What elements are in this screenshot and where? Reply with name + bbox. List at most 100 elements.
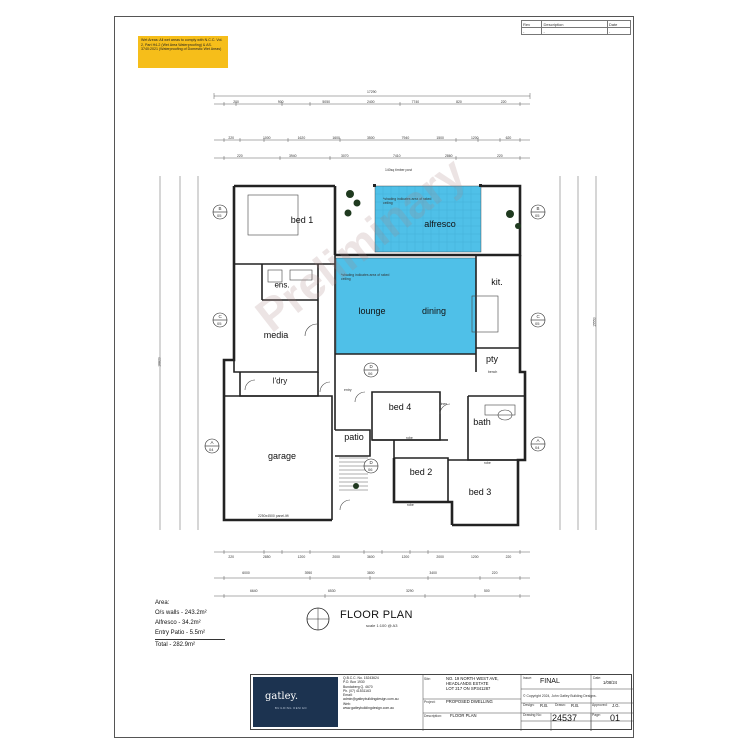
date-value: 1/08/24 [603,680,617,685]
contact-line: Bundaberg Q. 4670 [343,684,373,689]
robe-label-1: robe [406,436,413,440]
site-value-3: LOT 217 ON SP341287 [446,686,491,691]
room-label-ens: ens. [274,280,290,290]
room-label-media: media [263,330,289,340]
linen-label: linen [440,402,448,406]
dimension-label: 1500 [436,136,444,140]
dimension-label: 6530 [328,589,336,593]
dimension-label: 220 [497,154,503,158]
garage-door-note: 2250x4500 panel-lift [258,514,289,518]
dimension-label: 1200 [471,136,479,140]
room-label-alfresco: alfresco [424,219,456,229]
section-marker-letter: B [218,206,222,211]
section-marker-sheet: 04 [535,445,540,450]
dimension-label: 220 [228,136,234,140]
section-marker-d-bottom [363,458,379,474]
dimension-label: 500 [484,589,490,593]
section-marker-sheet: 06 [368,371,373,376]
dimension-label: 900 [277,100,284,104]
project-label: Project: [424,700,436,704]
dimension-label: 3070 [341,154,349,158]
room-label-patio: patio [344,432,364,442]
dimension-label: 820 [456,100,462,104]
section-marker-sheet: 05 [217,213,222,218]
dimension-label: 6640 [250,589,258,593]
section-marker-a-right [530,436,546,452]
dimension-label: 6000 [242,571,250,575]
lounge-raked-area [335,257,477,355]
site-label: Site: [424,677,431,681]
site-value-1: NO. 19 NORTH WEST AVE, [446,676,499,681]
section-marker-letter: C [536,314,540,319]
dimension-label: 3800 [367,571,375,575]
timber-post-note: 140sq timber post [385,168,412,172]
room-label-kit: kit. [491,277,503,287]
contact-line: Web: [343,701,351,706]
dimension-label: 2000 [332,555,340,559]
section-marker-letter: A [210,440,214,445]
dimension-label: 7740 [411,100,420,104]
dimension-label: 2000 [436,555,444,559]
issue-value: FINAL [540,678,560,685]
area-line: Entry Patio - 5.5m² [155,630,206,636]
contact-line: www.gatleybuildingdesign.com.au [343,706,394,711]
section-marker-d-top [363,362,379,378]
dimension-label: 5050 [322,100,330,104]
dimension-label: 3940 [289,154,297,158]
room-label-garage: garage [267,451,297,461]
dimension-label: 220 [228,555,234,559]
company-logo: gatley. BUILDING DESIGN [253,677,338,727]
section-marker-sheet: 06 [368,467,373,472]
section-marker-letter: A [536,438,540,443]
shading-note-alfresco: *shading indicates area of raked ceiling [383,197,432,205]
dimension-label: 7410 [393,154,401,158]
company-contact: Q.B.C.C. No. 15243624 P.O. Box 1930 Bund… [343,676,398,710]
room-label-bed3: bed 3 [468,487,492,497]
section-marker-letter: B [536,206,540,211]
section-marker-letter: D [369,364,373,369]
room-label-lounge: lounge [358,306,386,316]
north-point-icon [306,607,330,631]
section-marker-b-left [212,204,228,220]
drawing-sheet [114,16,634,738]
dimension-label: 220 [237,154,243,158]
dimension-label: 220 [491,571,498,575]
drawn-value: R.B. [571,703,580,708]
issue-label: Issue: [523,676,533,680]
contact-line: Email: [343,693,353,698]
bench-label: bench [488,370,498,374]
contact-line: Q.B.C.C. No. 15243624 [343,676,379,680]
contact-line: admin@gatleybuildingdesign.com.au [343,697,399,702]
page-label: Page: [592,713,601,717]
section-marker-a-left [204,438,220,454]
robe-label-2: robe [407,503,414,507]
dimension-label: 1200 [471,555,479,559]
area-summary: Area: O/s walls - 243.2m² Alfresco - 34.… [155,598,225,650]
dimension-label: 2860 [445,154,453,158]
area-line: O/s walls - 243.2m² [155,610,207,616]
room-label-bed2: bed 2 [409,467,433,477]
page-value: 01 [610,713,621,723]
contact-line: P.O. Box 1930 [343,680,365,685]
dimension-label: 220 [500,100,507,104]
dimension-label: 220 [505,555,512,559]
robe-label-3: robe [484,461,491,465]
dimension-label: 3290 [406,589,414,593]
company-name: gatley. [265,691,298,702]
room-label-bed1: bed 1 [290,215,314,225]
design-value: R.B. [540,703,549,708]
wet-area-note: Wet Areas: All wet areas to comply with … [138,36,228,68]
dimension-label: 1000 [263,136,271,140]
dim-left-overall: 16820 [157,357,162,367]
dimension-label: 1620 [297,136,306,140]
section-marker-c-right [530,312,546,328]
contact-line: Ph. (07) 41531163 [343,688,371,693]
drawing-no-value: 24537 [552,713,578,723]
design-label: Design: [523,703,535,707]
section-marker-letter: D [369,460,373,465]
dim-right-overall: 15550 [592,317,597,327]
dimension-label: 620 [505,136,512,140]
